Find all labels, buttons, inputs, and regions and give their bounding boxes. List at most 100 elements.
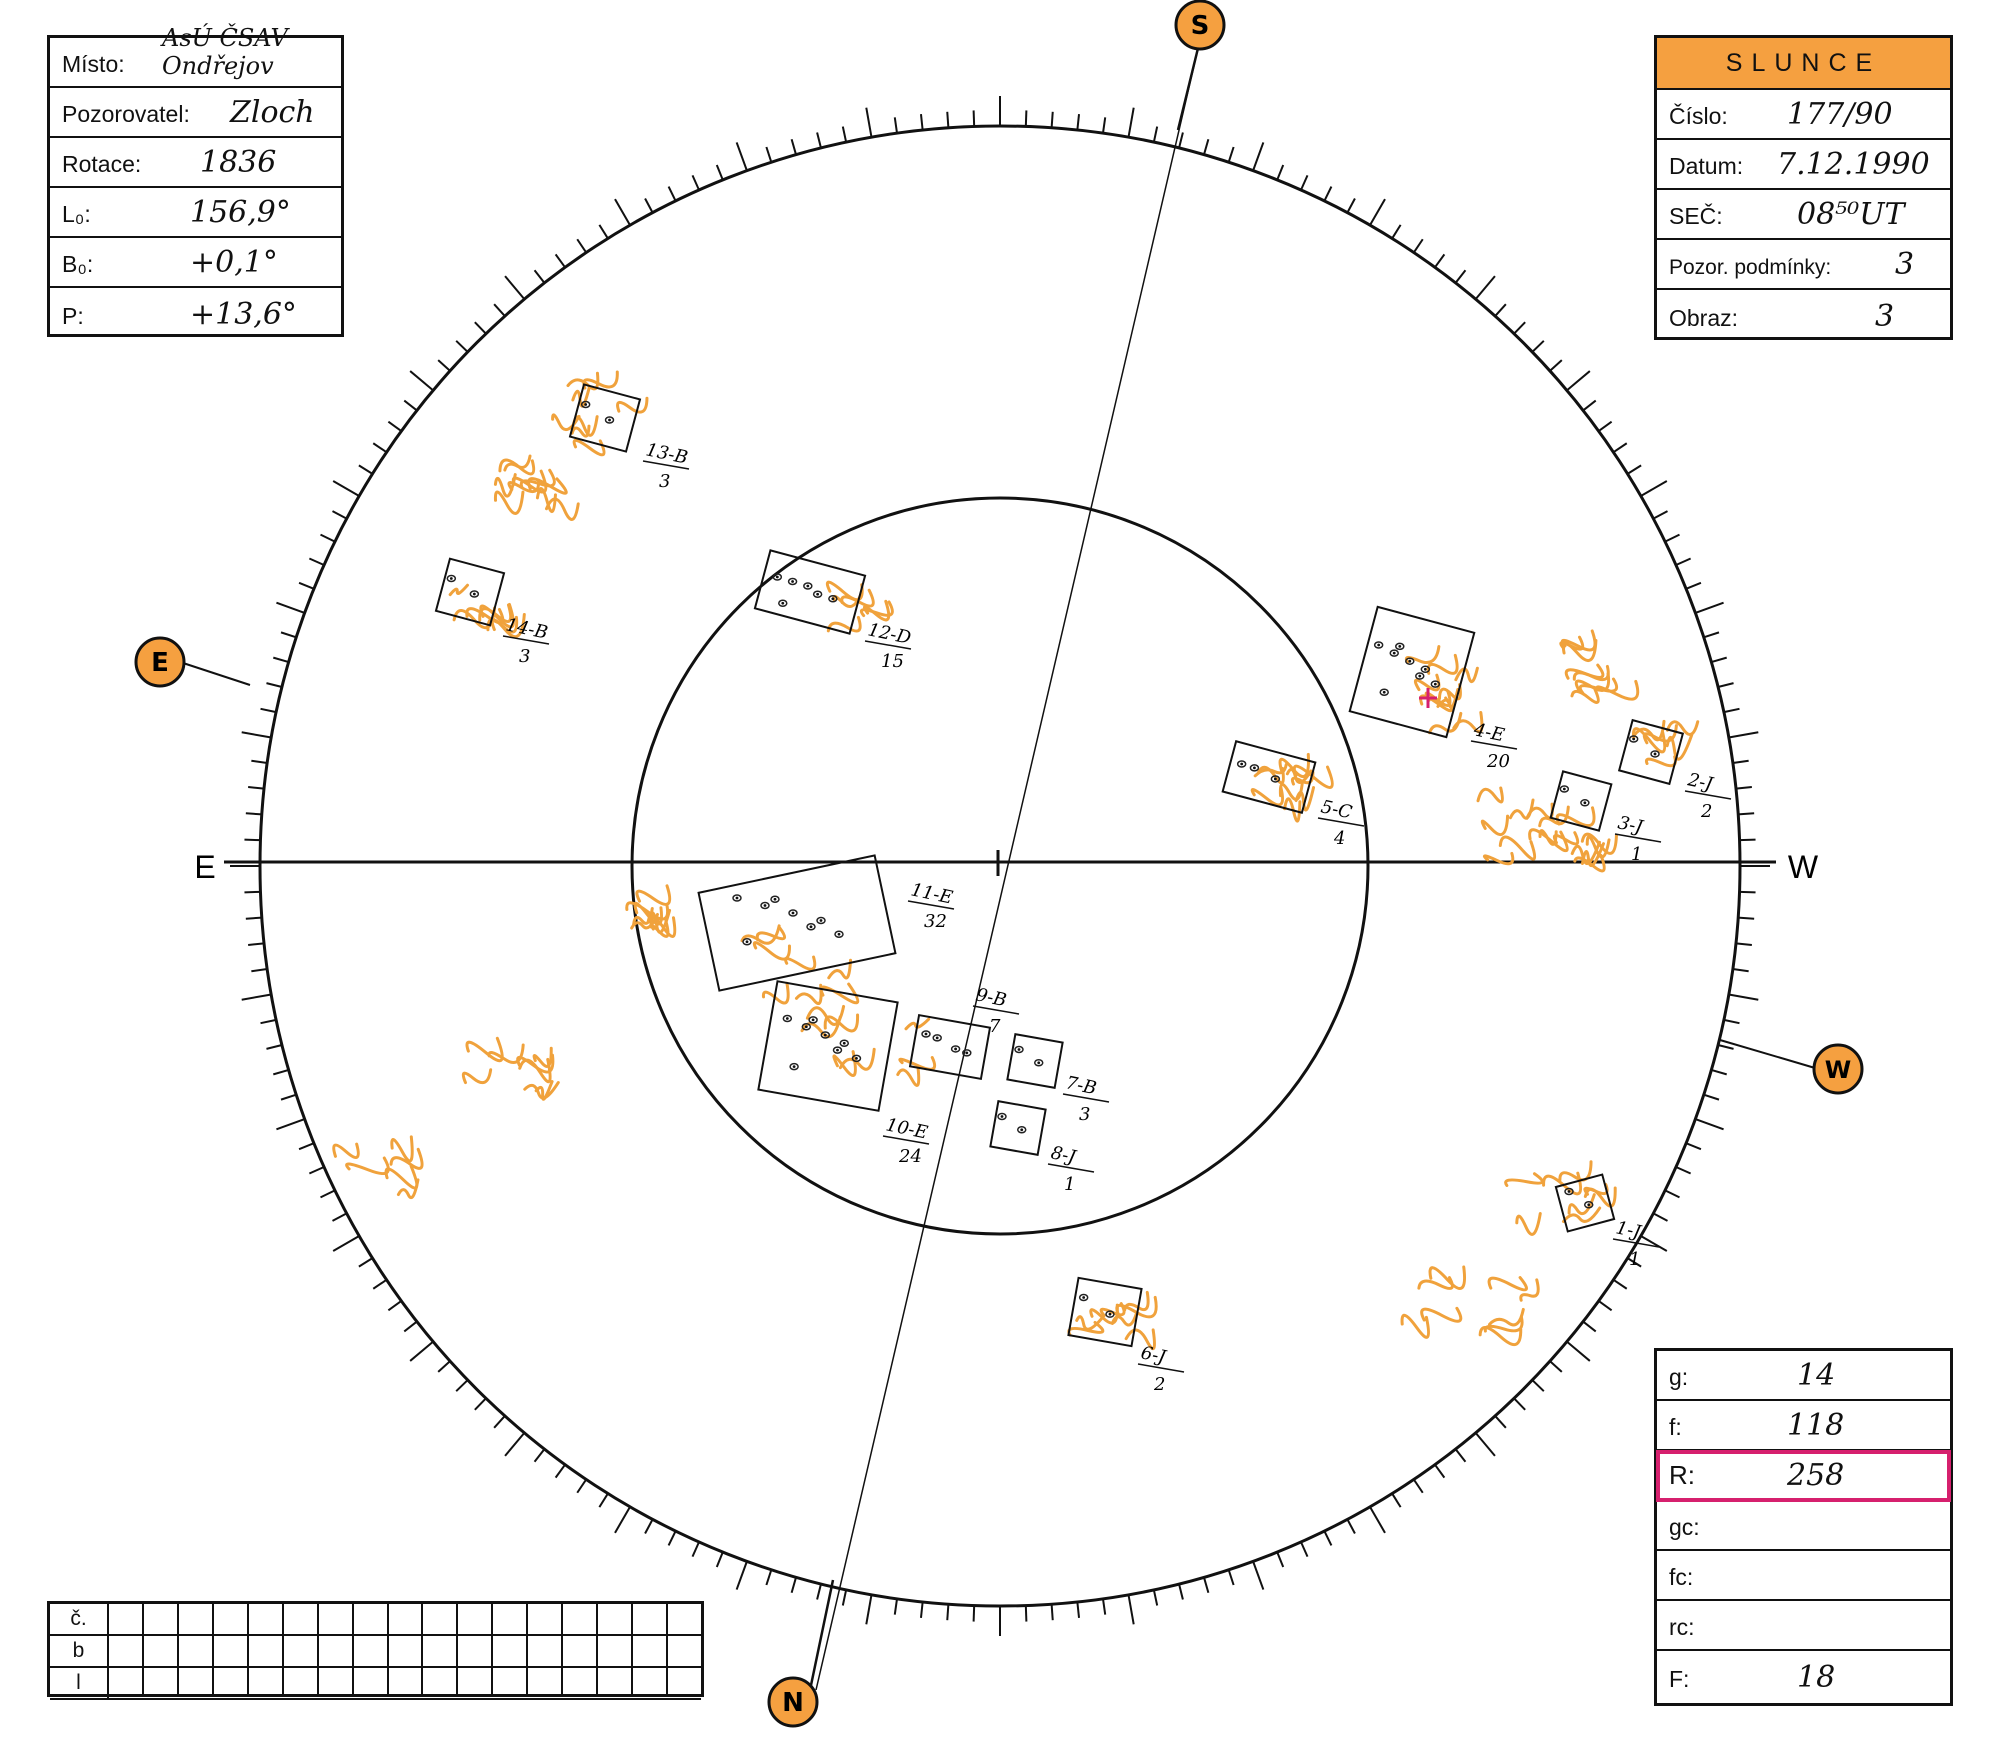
north-marker: N <box>767 1676 819 1728</box>
sunspot-mark <box>1628 735 1639 743</box>
tick-mark <box>332 1212 348 1222</box>
facula-stroke <box>1488 1307 1525 1327</box>
facula-stroke <box>859 600 894 618</box>
facula-stroke <box>1426 653 1459 675</box>
facula-stroke <box>616 396 649 414</box>
sunspot-mark <box>812 590 823 598</box>
tick-mark <box>946 111 950 128</box>
facula-stroke <box>1476 786 1504 804</box>
tick-mark <box>245 916 262 920</box>
tick-mark <box>1685 581 1702 590</box>
facula-stroke <box>1561 638 1598 663</box>
sunspot-umbra <box>965 1051 969 1055</box>
tick-mark <box>533 269 546 284</box>
value-obraz: 3 <box>1875 299 1895 334</box>
facula-stroke <box>1482 851 1515 866</box>
tick-mark <box>504 1432 526 1457</box>
table-column-divider <box>176 1604 179 1694</box>
south-marker-label: S <box>1191 11 1210 41</box>
group-frame <box>1006 1033 1064 1089</box>
tick-mark <box>1732 759 1749 765</box>
table-column-divider <box>421 1604 424 1694</box>
east-axis-label: E <box>194 849 215 885</box>
tick-mark <box>893 117 899 134</box>
sunspot-mark <box>1405 657 1415 665</box>
row-obraz: Obraz:3 <box>1657 290 1950 340</box>
facula-stroke <box>1075 1315 1105 1331</box>
tick-mark <box>1711 1069 1727 1076</box>
table-row-l: l <box>50 1668 701 1700</box>
tick-mark <box>1640 1235 1668 1252</box>
tick-mark <box>1728 731 1759 739</box>
tick-mark <box>1300 1541 1309 1558</box>
sunspot-umbra <box>1382 690 1386 694</box>
tick-mark <box>1323 1530 1333 1546</box>
facula-stroke <box>1555 806 1596 828</box>
facula-stroke <box>1561 1206 1602 1223</box>
tick-mark <box>1717 1044 1734 1050</box>
label-pozor-podminky: Pozor. podmínky: <box>1669 256 1832 279</box>
tick-mark <box>1738 916 1755 920</box>
sunspot-umbra <box>1017 1048 1021 1051</box>
tick-mark <box>1454 269 1467 284</box>
east-marker: E <box>134 636 186 688</box>
facula-stroke <box>461 1068 493 1085</box>
tick-mark <box>1513 321 1526 335</box>
sunspot-umbra <box>763 904 767 907</box>
tick-mark <box>1252 142 1265 171</box>
sunspot-umbra <box>449 577 453 580</box>
tick-mark <box>715 164 724 181</box>
tick-mark <box>1723 1018 1740 1025</box>
tick-mark <box>1711 656 1727 663</box>
tick-mark <box>598 1493 609 1508</box>
label-fc: fc: <box>1669 1564 1694 1590</box>
table-row-c: č. <box>50 1604 701 1636</box>
tick-mark <box>1723 707 1740 714</box>
facula-stroke <box>838 1047 876 1071</box>
sunspot-umbra <box>1418 674 1422 678</box>
tick-mark <box>1549 359 1563 372</box>
tick-mark <box>715 1551 724 1568</box>
highlight-cross <box>1419 688 1437 708</box>
tick-mark <box>1582 1320 1597 1333</box>
sunspot-umbra <box>816 592 820 596</box>
tick-mark <box>260 1018 277 1025</box>
tick-mark <box>1434 1464 1446 1479</box>
tick-mark <box>841 126 848 143</box>
group-label-rule <box>882 1135 930 1145</box>
sunspot-umbra <box>745 940 749 944</box>
group-label-rule <box>972 1005 1020 1015</box>
tick-mark <box>1127 107 1135 138</box>
tick-mark <box>1612 442 1628 454</box>
solar-disk-outline <box>258 124 1742 1608</box>
group-count-label: 7 <box>989 1016 1001 1037</box>
tick-mark <box>691 174 700 191</box>
tick-mark <box>1454 1448 1467 1463</box>
tick-mark <box>1024 1605 1028 1622</box>
tick-mark <box>1434 253 1446 268</box>
table-row-label: č. <box>50 1604 109 1634</box>
facula-stroke <box>827 958 853 980</box>
tick-mark <box>1101 1598 1107 1615</box>
facula-stroke <box>761 981 790 1005</box>
group-label-rule <box>864 640 912 650</box>
tick-mark <box>276 1118 305 1131</box>
label-r: R: <box>1669 1460 1695 1490</box>
facula-stroke <box>823 1013 860 1033</box>
tick-mark <box>1640 480 1668 497</box>
tick-mark <box>1276 1551 1285 1568</box>
label-F: F: <box>1669 1666 1690 1692</box>
tick-mark <box>276 601 305 614</box>
tick-mark <box>1695 601 1724 614</box>
tick-mark <box>1494 1415 1507 1429</box>
sunspot-umbra <box>804 1025 808 1029</box>
tick-mark <box>1703 1093 1720 1101</box>
facula-stroke <box>1564 663 1605 680</box>
row-pozorovatel: Pozorovatel:Zloch <box>50 88 341 138</box>
tick-mark <box>893 1598 899 1615</box>
row-b0: B₀:+0,1° <box>50 238 341 288</box>
group-count-label: 2 <box>1153 1374 1165 1395</box>
tick-mark <box>437 1360 451 1373</box>
tick-mark <box>1076 1601 1081 1618</box>
tick-mark <box>735 1561 748 1590</box>
